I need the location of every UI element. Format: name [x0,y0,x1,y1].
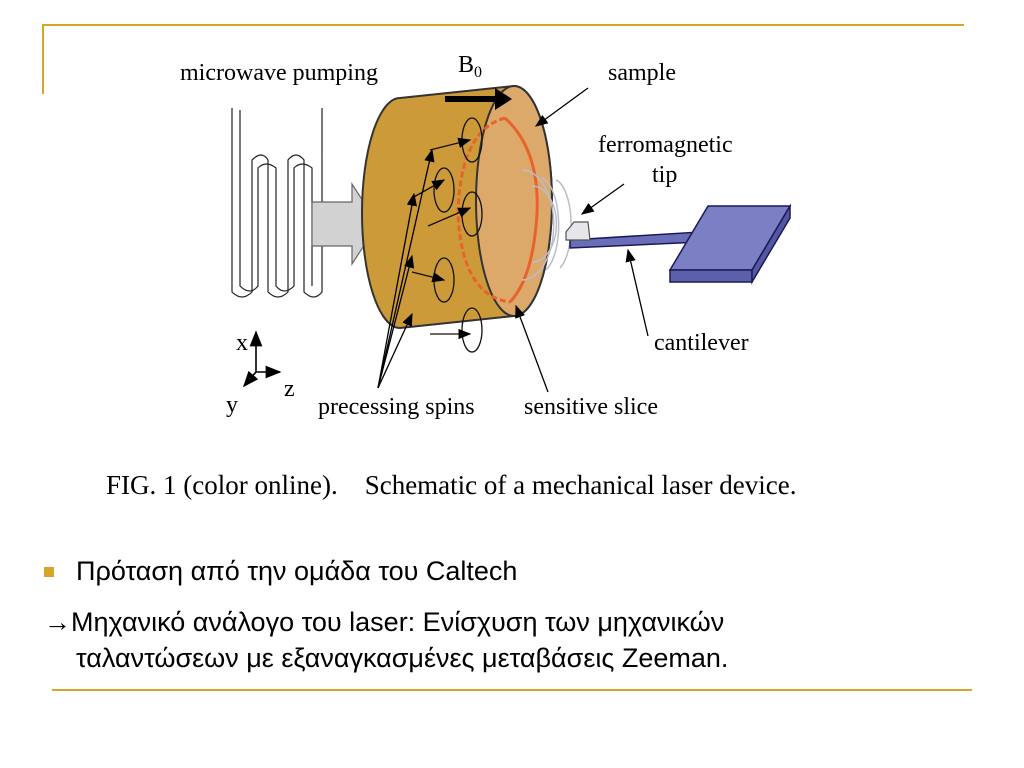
label-b0: B0 [458,52,482,81]
bullet-square-icon [44,566,54,577]
sensitive-slice-arc [503,116,539,304]
label-tip: tip [652,162,677,188]
cantilever-base-edge [751,203,791,285]
arrow-point: →Μηχανικό ανάλογο του laser: Ενίσχυση τω… [44,604,974,676]
label-cantilever: cantilever [654,330,749,356]
b0-arrow [445,88,512,110]
frame-bottom-rule [52,689,972,691]
arrow-point-line1: Μηχανικό ανάλογο του laser: Ενίσχυση των… [71,607,725,637]
bullet-item: Πρόταση από την ομάδα του Caltech [44,556,517,587]
sample-front-face [475,85,553,317]
field-arcs [521,169,572,281]
frame-left-rule [42,24,44,94]
frame-top-rule [44,24,964,26]
pointer-lines [377,87,649,393]
label-sensitive-slice: sensitive slice [524,394,658,420]
right-arrow-icon: → [44,607,71,637]
label-axis-y: y [226,392,238,418]
cantilever-base-side [669,269,753,283]
ferromagnetic-tip [565,221,591,241]
bullet-text: Πρόταση από την ομάδα του Caltech [76,556,518,586]
mrfm-diagram: microwave pumping B0 sample ferromagneti… [180,52,792,420]
label-axis-x: x [236,330,248,356]
axes-glyph [242,330,282,388]
label-axis-z: z [284,376,295,402]
label-microwave-pumping: microwave pumping [180,60,378,86]
figure-caption: FIG. 1 (color online). Schematic of a me… [106,470,797,500]
microwave-coil [231,108,323,298]
label-precessing-spins: precessing spins [318,394,475,420]
precessing-spin-group [411,117,483,353]
arrow-point-line2: ταλαντώσεων με εξαναγκασμένες μεταβάσεις… [76,643,729,673]
label-sample: sample [608,60,676,86]
label-ferromagnetic: ferromagnetic [598,132,733,158]
